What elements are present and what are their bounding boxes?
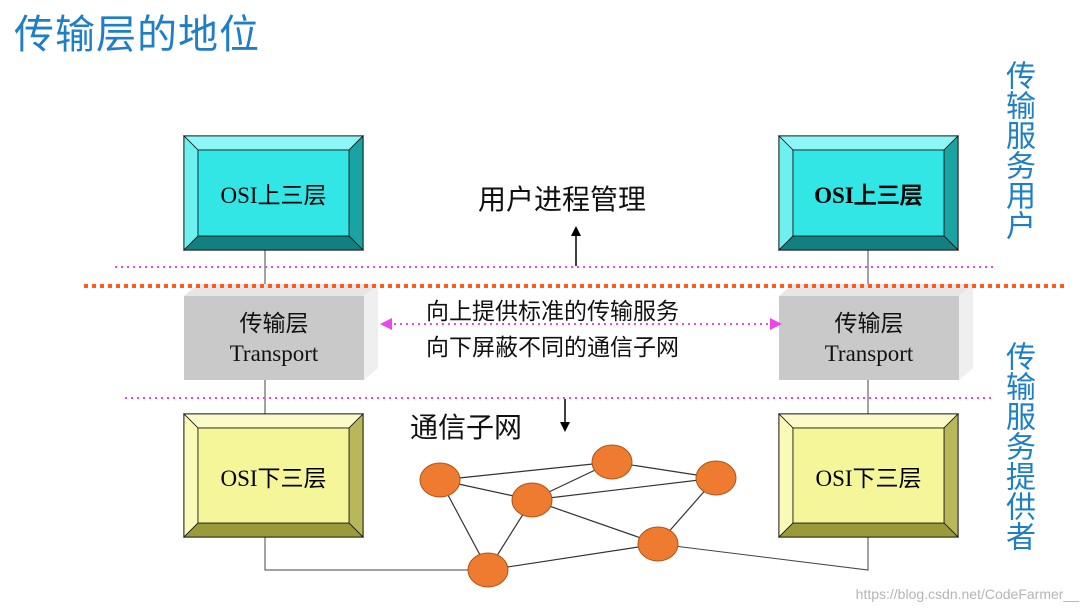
connector-lines bbox=[264, 250, 869, 571]
left-upper-box-label: OSI上三层 bbox=[220, 183, 327, 208]
network-node bbox=[511, 482, 553, 518]
left-transport-label: 传输层 Transport bbox=[184, 309, 364, 369]
network-node bbox=[467, 552, 509, 588]
service-double-arrow bbox=[380, 318, 782, 330]
right-transport-en: Transport bbox=[824, 341, 914, 366]
network-node bbox=[637, 526, 679, 562]
service-down-label: 向下屏蔽不同的通信子网 bbox=[426, 335, 679, 361]
right-transport-label: 传输层 Transport bbox=[779, 309, 959, 369]
left-lower-box bbox=[183, 413, 364, 538]
right-upper-box-label: OSI上三层 bbox=[814, 183, 923, 208]
right-upper-box bbox=[778, 135, 959, 251]
left-transport-cn: 传输层 bbox=[239, 311, 309, 336]
right-transport-cn: 传输层 bbox=[834, 311, 904, 336]
left-lower-box-label: OSI下三层 bbox=[220, 465, 327, 491]
service-user-label: 传输服务用户 bbox=[1000, 60, 1035, 240]
up-arrow-icon bbox=[571, 226, 581, 266]
network-node bbox=[591, 444, 633, 480]
right-lower-box bbox=[778, 413, 959, 538]
right-lower-box-label: OSI下三层 bbox=[815, 465, 922, 491]
network-node bbox=[695, 460, 737, 496]
service-up-label: 向上提供标准的传输服务 bbox=[426, 299, 679, 325]
down-arrow-icon bbox=[560, 399, 570, 432]
page-title: 传输层的地位 bbox=[14, 12, 260, 58]
watermark: https://blog.csdn.net/CodeFarmer__ bbox=[855, 586, 1079, 602]
right-transport-box bbox=[779, 284, 973, 380]
process-management-label: 用户进程管理 bbox=[478, 183, 647, 216]
left-transport-box bbox=[184, 284, 378, 380]
subnet-label: 通信子网 bbox=[410, 411, 523, 444]
network-node bbox=[419, 462, 461, 498]
left-upper-box bbox=[183, 135, 364, 251]
service-provider-label: 传输服务提供者 bbox=[1000, 341, 1035, 551]
network-nodes bbox=[419, 444, 737, 588]
left-transport-en: Transport bbox=[229, 341, 319, 366]
